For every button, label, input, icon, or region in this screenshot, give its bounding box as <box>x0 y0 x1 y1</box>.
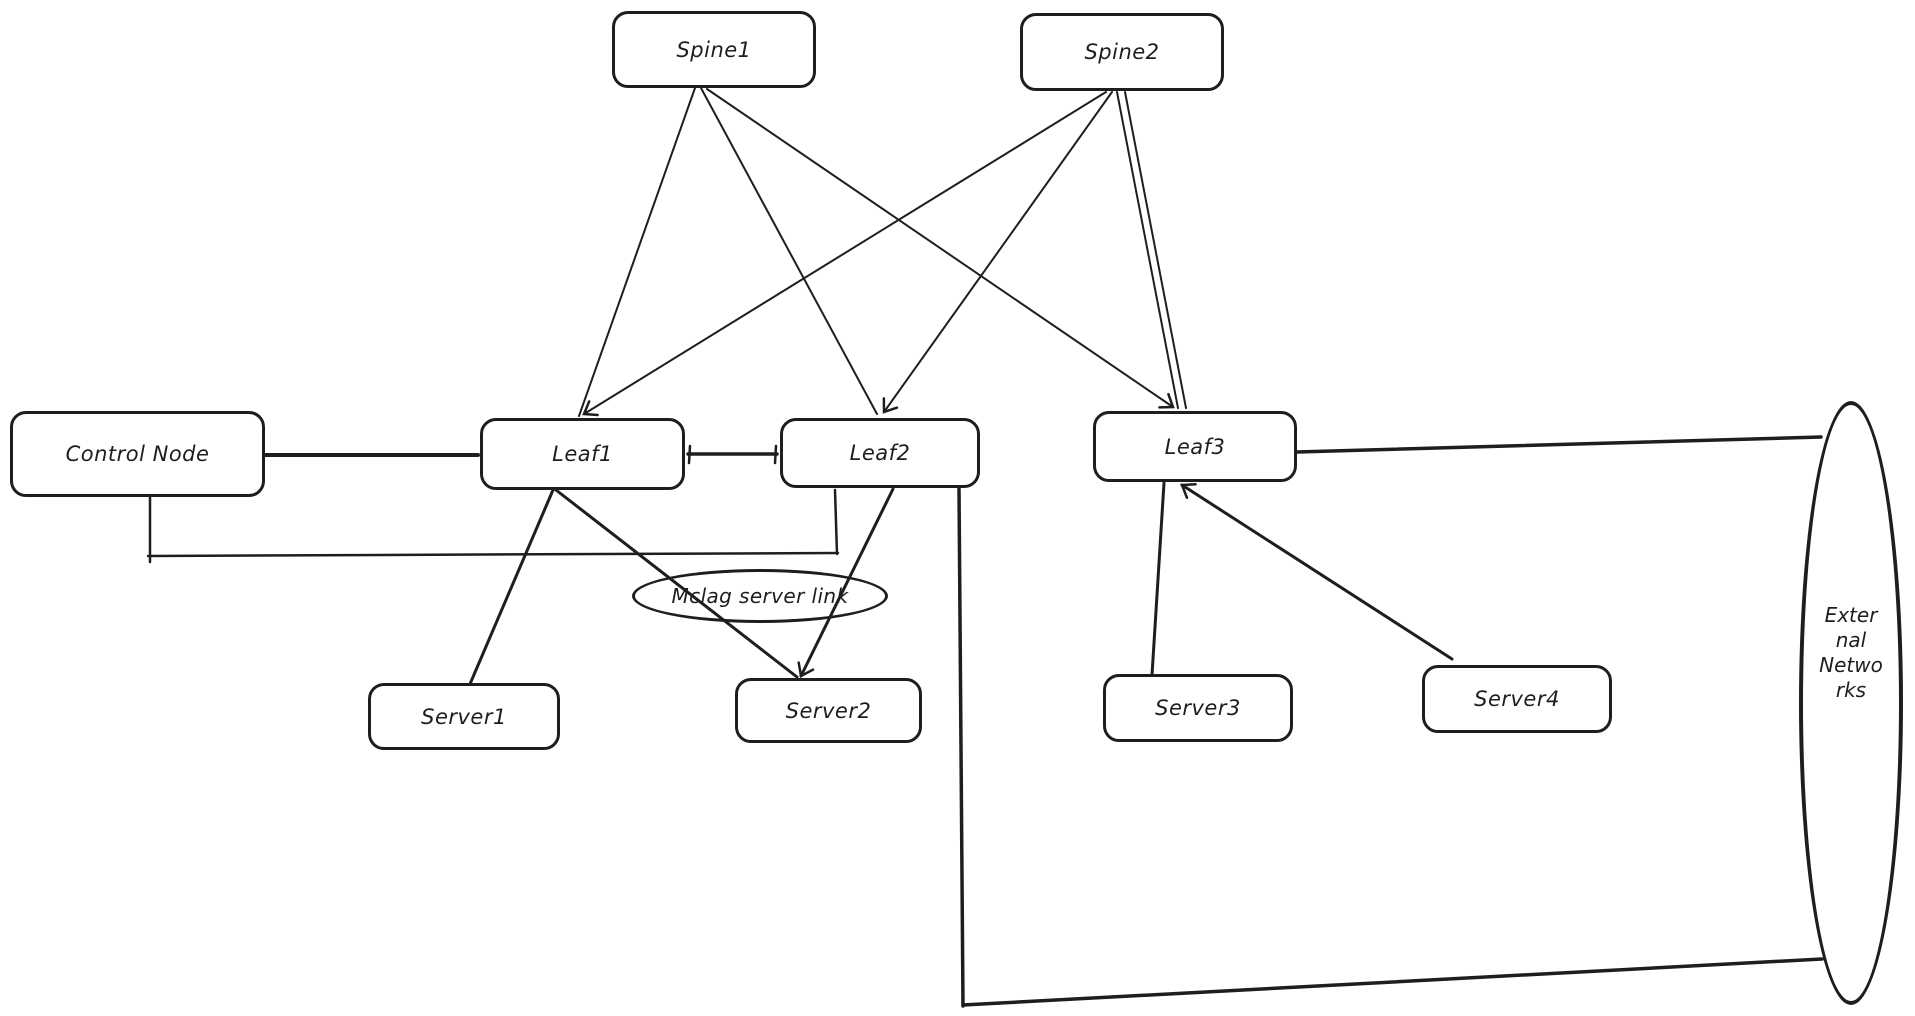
edge-leaf3-server3[interactable] <box>1150 481 1166 677</box>
edge-leaf1-leaf2-tick-right <box>773 444 778 465</box>
edge-leaf1-leaf2-tick-left <box>687 444 692 465</box>
node-server2[interactable]: Server2 <box>735 678 922 743</box>
node-mclag-label: Mclag server link <box>671 584 849 608</box>
node-control-node[interactable]: Control Node <box>10 411 265 497</box>
edge-leaf3-external[interactable] <box>1295 435 1823 454</box>
edge-leaf1-server1[interactable] <box>468 488 555 686</box>
node-leaf1[interactable]: Leaf1 <box>480 418 685 490</box>
node-server2-label: Server2 <box>785 698 872 723</box>
edge-leaf2-server2[interactable] <box>797 487 895 678</box>
edge-spine2-leaf1[interactable] <box>582 91 1107 417</box>
node-leaf2[interactable]: Leaf2 <box>780 418 980 488</box>
node-spine2[interactable]: Spine2 <box>1020 13 1224 91</box>
edge-leaf2-external-run[interactable] <box>961 957 1824 1007</box>
node-control-node-label: Control Node <box>65 442 210 466</box>
node-server1-label: Server1 <box>421 704 507 729</box>
edge-spine1-leaf2[interactable] <box>700 87 878 415</box>
edge-server4-leaf3[interactable] <box>1180 482 1454 661</box>
node-server4-label: Server4 <box>1474 687 1560 711</box>
edge-spine1-leaf3[interactable] <box>706 88 1175 409</box>
node-spine1[interactable]: Spine1 <box>612 11 816 88</box>
node-spine2-label: Spine2 <box>1084 40 1160 64</box>
node-external-networks[interactable]: Exter nal Netwo rks <box>1799 401 1903 1005</box>
edge-spine2-leaf2[interactable] <box>882 91 1113 414</box>
edge-control-leaf2-run[interactable] <box>146 551 840 558</box>
node-server3[interactable]: Server3 <box>1103 674 1293 742</box>
node-server1[interactable]: Server1 <box>368 683 560 750</box>
edge-control-leaf2-rise[interactable] <box>833 488 839 556</box>
edge-leaf2-external-drop[interactable] <box>957 487 965 1008</box>
node-leaf3[interactable]: Leaf3 <box>1093 411 1297 482</box>
node-server3-label: Server3 <box>1155 696 1241 720</box>
edge-leaf1-server2[interactable] <box>554 488 799 679</box>
node-server4[interactable]: Server4 <box>1422 665 1612 733</box>
node-leaf1-label: Leaf1 <box>552 442 613 466</box>
node-spine1-label: Spine1 <box>676 37 752 62</box>
edge-spine2-leaf3-b[interactable] <box>1124 91 1187 409</box>
node-leaf2-label: Leaf2 <box>849 441 911 465</box>
node-external-networks-label: Exter nal Netwo rks <box>1819 603 1883 702</box>
edge-spine2-leaf3-a[interactable] <box>1116 91 1179 409</box>
node-leaf3-label: Leaf3 <box>1164 434 1226 459</box>
edge-spine1-leaf1[interactable] <box>578 87 696 417</box>
